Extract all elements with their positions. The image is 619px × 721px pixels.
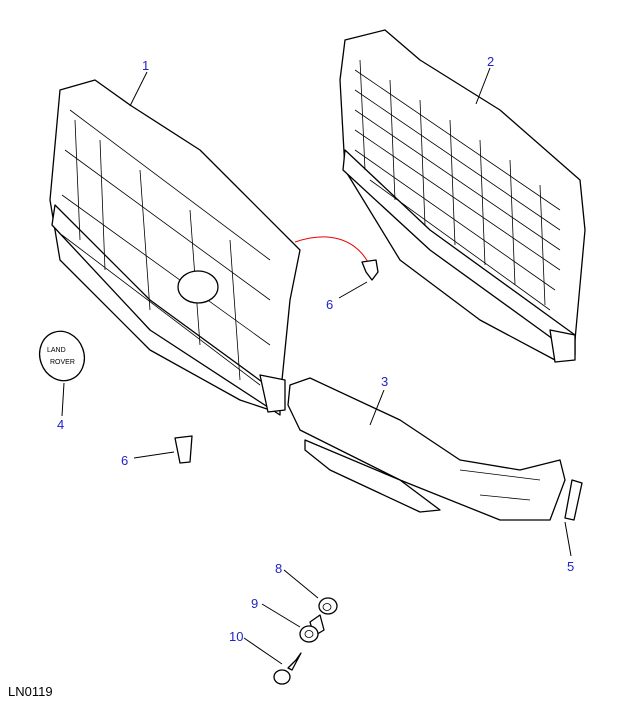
bush-part-9[interactable]: [299, 614, 325, 643]
reference-code: LN0119: [8, 684, 53, 699]
lower-panel-part-3[interactable]: [287, 377, 566, 521]
badge-text-rover: ROVER: [50, 359, 75, 366]
callout-4: 4: [57, 417, 64, 432]
nut-part-8[interactable]: [318, 597, 338, 615]
callout-5: 5: [567, 559, 574, 574]
end-trim-part-5[interactable]: [564, 479, 583, 521]
callout-6-upper: 6: [326, 297, 333, 312]
leader-lines: [61, 67, 572, 665]
callout-6-lower: 6: [121, 453, 128, 468]
callout-9: 9: [251, 596, 258, 611]
badge-part-4[interactable]: LAND ROVER: [33, 325, 91, 387]
badge-text-land: LAND: [47, 347, 66, 354]
callout-1: 1: [142, 58, 149, 73]
clip-upper-part-6[interactable]: [294, 236, 379, 281]
mesh-pattern: [354, 59, 561, 311]
callout-2: 2: [487, 54, 494, 69]
screw-part-10[interactable]: [273, 652, 302, 685]
callout-8: 8: [275, 561, 282, 576]
clip-lower-part-6[interactable]: [174, 435, 193, 464]
callout-10: 10: [229, 629, 243, 644]
grille-part-1[interactable]: [49, 79, 301, 416]
grille-part-2[interactable]: [339, 29, 586, 363]
callout-3: 3: [381, 374, 388, 389]
